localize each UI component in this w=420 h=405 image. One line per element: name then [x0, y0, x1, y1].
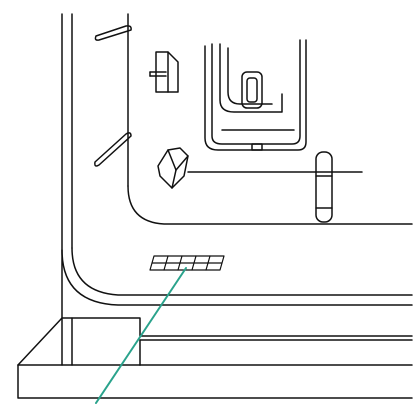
left-wall [61, 13, 413, 366]
leader-line [95, 267, 187, 404]
corner-fitting [157, 147, 363, 189]
grid-marker [149, 255, 225, 271]
right-post [315, 151, 333, 223]
diagonal-rails [94, 25, 132, 167]
upper-bracket [149, 51, 179, 93]
base-platform [17, 317, 413, 399]
component-housing [204, 39, 307, 151]
